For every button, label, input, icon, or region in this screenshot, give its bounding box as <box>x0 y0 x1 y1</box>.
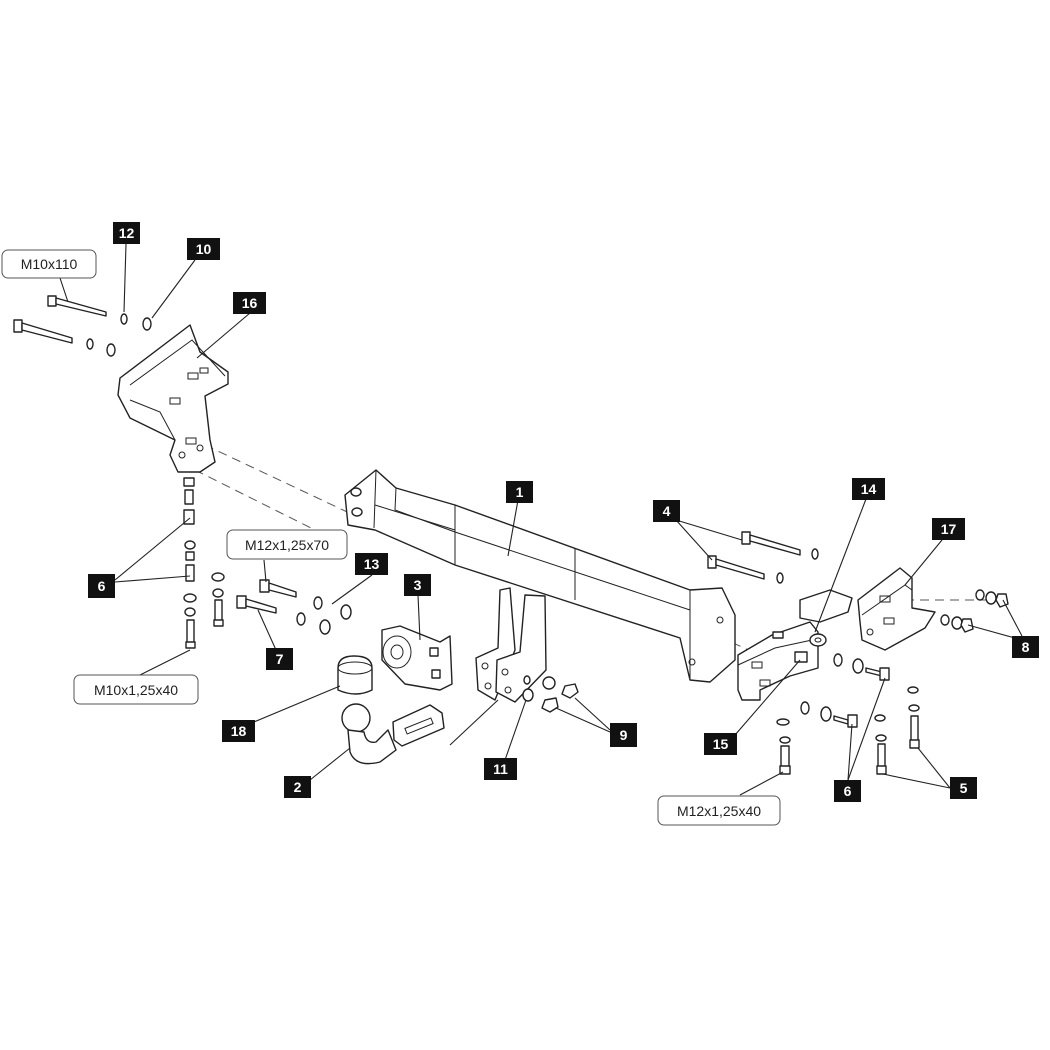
svg-text:14: 14 <box>861 481 877 497</box>
callout-7: 7 <box>266 648 293 670</box>
right-outer-bracket <box>857 567 936 651</box>
svg-text:15: 15 <box>713 736 729 752</box>
callout-6-right: 6 <box>834 780 861 802</box>
right-mounting-bracket <box>737 589 853 701</box>
svg-text:13: 13 <box>364 556 380 572</box>
svg-text:2: 2 <box>294 779 302 795</box>
svg-text:6: 6 <box>98 578 106 594</box>
svg-text:18: 18 <box>231 723 247 739</box>
center-socket-brackets <box>475 587 547 703</box>
bolt-m12x125x70-lower <box>236 595 331 635</box>
callout-13: 13 <box>355 553 388 575</box>
vertical-bolts-5 <box>776 686 920 775</box>
callout-10: 10 <box>187 238 220 260</box>
spec-label-m12x125x70: M12x1,25x70 <box>226 529 348 560</box>
nuts-right-8 <box>940 589 1009 633</box>
svg-text:5: 5 <box>960 780 968 796</box>
callout-18: 18 <box>222 720 255 742</box>
svg-text:12: 12 <box>119 225 135 241</box>
callout-12: 12 <box>113 222 140 244</box>
svg-text:10: 10 <box>196 241 212 257</box>
nuts-washers-center <box>522 675 579 713</box>
callout-2: 2 <box>284 776 311 798</box>
svg-text:7: 7 <box>276 651 284 667</box>
callout-15: 15 <box>704 733 737 755</box>
left-vertical-bolt-stack <box>183 477 225 649</box>
callout-17: 17 <box>932 518 965 540</box>
callout-3: 3 <box>404 574 431 596</box>
svg-text:17: 17 <box>941 521 957 537</box>
spec-label-m10x125x40: M10x1,25x40 <box>73 674 199 705</box>
svg-text:1: 1 <box>516 484 524 500</box>
callout-1: 1 <box>506 481 533 503</box>
spec-text-m12x125x40: M12x1,25x40 <box>677 803 761 819</box>
svg-text:6: 6 <box>844 783 852 799</box>
spec-label-m10x110: M10x110 <box>1 249 97 279</box>
svg-text:3: 3 <box>414 577 422 593</box>
bolts-right-6 <box>800 653 890 728</box>
tow-ball-neck <box>341 703 445 765</box>
spec-text-m12x125x70: M12x1,25x70 <box>245 537 329 553</box>
spec-text-m10x110: M10x110 <box>21 256 78 272</box>
left-mounting-bracket <box>117 324 229 473</box>
callout-16: 16 <box>233 292 266 314</box>
bolt-m10x110-upper <box>47 295 152 331</box>
svg-text:8: 8 <box>1022 639 1030 655</box>
main-crossbar <box>344 469 736 683</box>
callout-6-left: 6 <box>88 574 115 598</box>
svg-text:4: 4 <box>663 503 671 519</box>
bolt-m10x110-lower <box>13 319 116 357</box>
bolts-right-upper <box>707 531 819 584</box>
callout-4: 4 <box>653 500 680 522</box>
callout-5: 5 <box>950 777 977 799</box>
svg-text:16: 16 <box>242 295 258 311</box>
leader-lines <box>59 243 1023 796</box>
svg-text:9: 9 <box>620 727 628 743</box>
svg-text:11: 11 <box>493 761 508 777</box>
callout-9: 9 <box>610 723 637 747</box>
spec-text-m10x125x40: M10x1,25x40 <box>94 682 178 698</box>
spec-label-m12x125x40: M12x1,25x40 <box>657 795 781 826</box>
callout-8: 8 <box>1012 636 1039 658</box>
ball-cap <box>337 655 373 695</box>
callout-11: 11 <box>484 758 517 780</box>
bolt-m12x125x70-upper <box>259 579 352 620</box>
callout-14: 14 <box>852 478 885 500</box>
electrical-socket-plate <box>381 625 453 691</box>
